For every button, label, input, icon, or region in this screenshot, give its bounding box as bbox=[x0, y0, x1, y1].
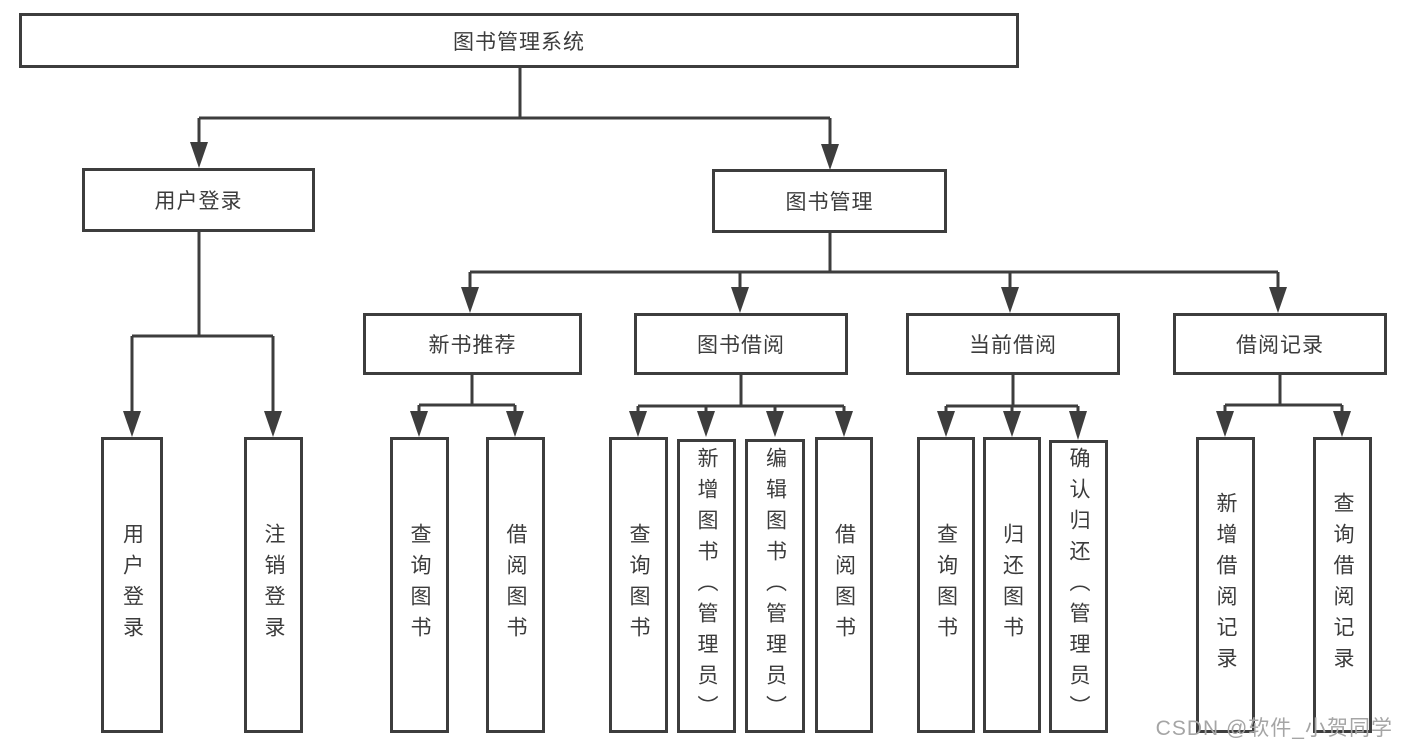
node-new-book-recommend: 新书推荐 bbox=[363, 313, 582, 375]
leaf-add-book-admin-label: 新增图书（管理员） bbox=[695, 446, 718, 726]
leaf-query-borrow-record: 查询借阅记录 bbox=[1313, 437, 1372, 733]
leaf-query-book-recommend: 查询图书 bbox=[390, 437, 449, 733]
leaf-query-book-current-label: 查询图书 bbox=[934, 523, 958, 647]
node-user-login-label: 用户登录 bbox=[154, 190, 243, 213]
node-book-borrow-label: 图书借阅 bbox=[697, 334, 785, 357]
node-current-borrow: 当前借阅 bbox=[906, 313, 1120, 375]
node-current-borrow-label: 当前借阅 bbox=[969, 334, 1057, 357]
watermark: CSDN @软件_小贺同学 bbox=[1155, 717, 1393, 740]
leaf-add-book-admin: 新增图书（管理员） bbox=[677, 439, 736, 733]
leaf-user-login-label: 用户登录 bbox=[120, 523, 144, 647]
leaf-add-borrow-record: 新增借阅记录 bbox=[1196, 437, 1255, 733]
leaf-borrow-book-recommend-label: 借阅图书 bbox=[504, 523, 527, 647]
leaf-edit-book-admin-label: 编辑图书（管理员） bbox=[763, 446, 787, 726]
node-borrow-records: 借阅记录 bbox=[1173, 313, 1387, 375]
leaf-user-login: 用户登录 bbox=[101, 437, 163, 733]
leaf-confirm-return-admin: 确认归还（管理员） bbox=[1049, 440, 1108, 733]
node-borrow-records-label: 借阅记录 bbox=[1236, 334, 1324, 357]
leaf-borrow-book-recommend: 借阅图书 bbox=[486, 437, 545, 733]
leaf-logout-label: 注销登录 bbox=[262, 523, 285, 647]
leaf-query-book-current: 查询图书 bbox=[917, 437, 975, 733]
leaf-return-book: 归还图书 bbox=[983, 437, 1041, 733]
node-root: 图书管理系统 bbox=[19, 13, 1019, 68]
leaf-confirm-return-admin-label: 确认归还（管理员） bbox=[1067, 447, 1090, 726]
leaf-query-book-borrow: 查询图书 bbox=[609, 437, 668, 733]
node-book-management: 图书管理 bbox=[712, 169, 947, 233]
leaf-query-book-recommend-label: 查询图书 bbox=[408, 523, 431, 647]
leaf-logout: 注销登录 bbox=[244, 437, 303, 733]
node-root-label: 图书管理系统 bbox=[453, 30, 585, 54]
node-book-borrow: 图书借阅 bbox=[634, 313, 848, 375]
leaf-borrow-book-borrow: 借阅图书 bbox=[815, 437, 873, 733]
node-user-login: 用户登录 bbox=[82, 168, 315, 232]
leaf-query-borrow-record-label: 查询借阅记录 bbox=[1331, 492, 1354, 678]
leaf-add-borrow-record-label: 新增借阅记录 bbox=[1214, 492, 1237, 678]
arrowheads bbox=[123, 142, 1351, 440]
leaf-query-book-borrow-label: 查询图书 bbox=[627, 523, 650, 647]
leaf-borrow-book-borrow-label: 借阅图书 bbox=[832, 523, 856, 647]
leaf-edit-book-admin: 编辑图书（管理员） bbox=[745, 439, 805, 733]
leaf-return-book-label: 归还图书 bbox=[1000, 523, 1024, 647]
node-book-management-label: 图书管理 bbox=[785, 191, 874, 214]
node-new-book-recommend-label: 新书推荐 bbox=[428, 334, 517, 357]
